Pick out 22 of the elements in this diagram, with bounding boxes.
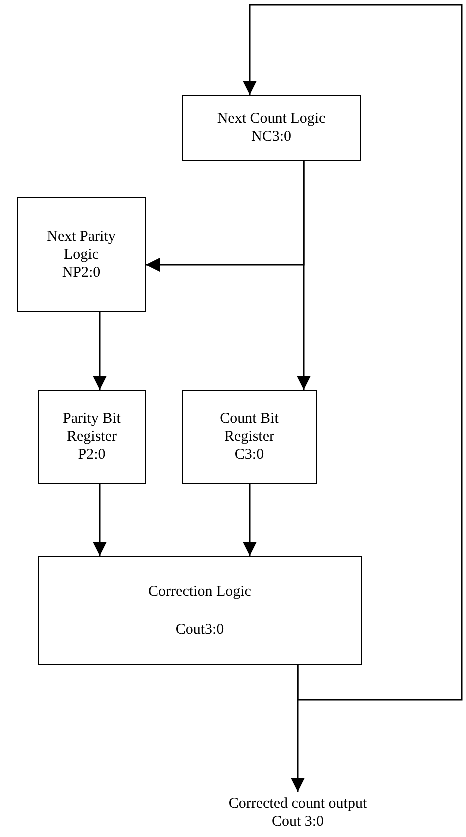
arrow — [93, 484, 107, 556]
box-label: Count Bit Register — [219, 410, 280, 446]
process-box — [38, 390, 146, 484]
process-box — [38, 556, 362, 665]
box-label: NP2:0 — [62, 264, 101, 282]
process-box — [17, 197, 146, 312]
box-label: P2:0 — [78, 446, 106, 464]
arrow — [297, 161, 311, 390]
box-label: Next Parity Logic — [46, 228, 117, 264]
arrow — [243, 4, 463, 701]
box-label: C3:0 — [234, 446, 264, 464]
output-label: Cout 3:0 — [272, 813, 324, 831]
output-label: Corrected count output — [228, 795, 368, 813]
box-label: Parity Bit Register — [62, 410, 122, 446]
process-box — [182, 95, 361, 161]
box-label: Cout3:0 — [176, 620, 224, 638]
box-label: Next Count Logic — [217, 110, 326, 128]
arrow — [93, 312, 107, 390]
box-label: NC3:0 — [251, 128, 292, 146]
process-box — [182, 390, 317, 484]
box-label: Correction Logic — [148, 582, 252, 600]
arrow — [243, 484, 257, 556]
